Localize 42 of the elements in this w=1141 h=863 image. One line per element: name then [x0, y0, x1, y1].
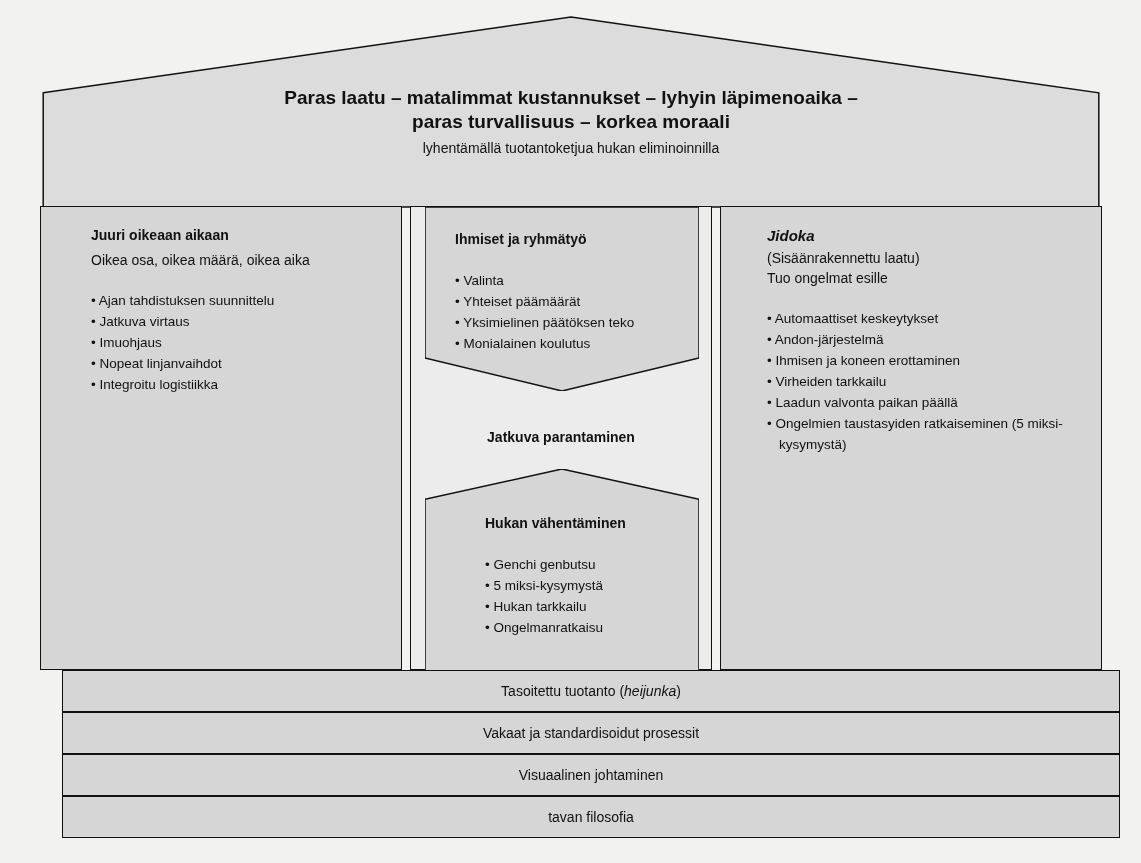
- heading-text: Juuri oikeaan aikaan: [91, 226, 230, 245]
- foundation-band: [62, 796, 1120, 838]
- subheading-text: Tuo ongelmat esille: [767, 268, 889, 288]
- pillar-panel: [720, 206, 1102, 670]
- bullet-item: • Imuohjaus: [91, 334, 163, 352]
- bullet-item: • Ajan tahdistuksen suunnittelu: [91, 292, 276, 310]
- bullet-item: • Integroitu logistiikka: [91, 376, 220, 394]
- subtitle-text: lyhentämällä tuotantoketjua hukan eliminoinnilla: [421, 139, 721, 158]
- bullet-item: • Laadun valvonta paikan päällä: [767, 393, 959, 412]
- heading-text: Jidoka: [767, 226, 816, 246]
- bullet-item: • Hukan tarkkailu: [485, 598, 588, 616]
- subheading-text: Oikea osa, oikea määrä, oikea aika: [91, 251, 311, 270]
- roof-banner: [40, 16, 1102, 208]
- bullet-item: • Jatkuva virtaus: [91, 313, 191, 331]
- bullet-item: • Valinta: [455, 272, 505, 290]
- bullet-item: • Monialainen koulutus: [455, 335, 592, 353]
- heading-text: Ihmiset ja ryhmätyö: [455, 230, 588, 249]
- pentagon-panel: [425, 469, 699, 671]
- foundation-band: [62, 670, 1120, 712]
- heading-text: Tasoitettu tuotanto (heijunka): [501, 681, 681, 701]
- center-column: [410, 206, 712, 670]
- bullet-item: • Genchi genbutsu: [485, 556, 597, 574]
- pillar-panel: [40, 206, 402, 670]
- subheading-text: (Sisäänrakennettu laatu): [767, 248, 921, 268]
- bullet-item: • Nopeat linjanvaihdot: [91, 355, 223, 373]
- heading-text: tavan filosofia: [548, 807, 634, 827]
- bullet-item: • Ongelmanratkaisu: [485, 619, 605, 637]
- bullet-item: • Ongelmien taustasyiden ratkaiseminen (5 miksi-kysymystä): [767, 414, 1064, 454]
- bullet-item: • 5 miksi-kysymystä: [485, 577, 604, 595]
- foundation-band: [62, 712, 1120, 754]
- heading-text: Visuaalinen johtaminen: [518, 765, 664, 785]
- heading-text: Vakaat ja standardisoidut prosessit: [482, 723, 700, 743]
- heading-text: Jatkuva parantaminen: [486, 428, 636, 447]
- bullet-item: • Yhteiset päämäärät: [455, 293, 582, 311]
- bullet-item: • Automaattiset keskeytykset: [767, 309, 940, 328]
- bullet-item: • Yksimielinen päätöksen teko: [455, 314, 636, 332]
- foundation-band: [62, 754, 1120, 796]
- bullet-item: • Andon-järjestelmä: [767, 330, 885, 349]
- title-text: Paras laatu – matalimmat kustannukset – lyhyin läpimenoaika – paras turvallisuus – korkea moraali: [283, 86, 859, 134]
- bullet-item: • Virheiden tarkkailu: [767, 372, 888, 391]
- heading-text: Hukan vähentäminen: [485, 514, 627, 533]
- bullet-item: • Ihmisen ja koneen erottaminen: [767, 351, 962, 370]
